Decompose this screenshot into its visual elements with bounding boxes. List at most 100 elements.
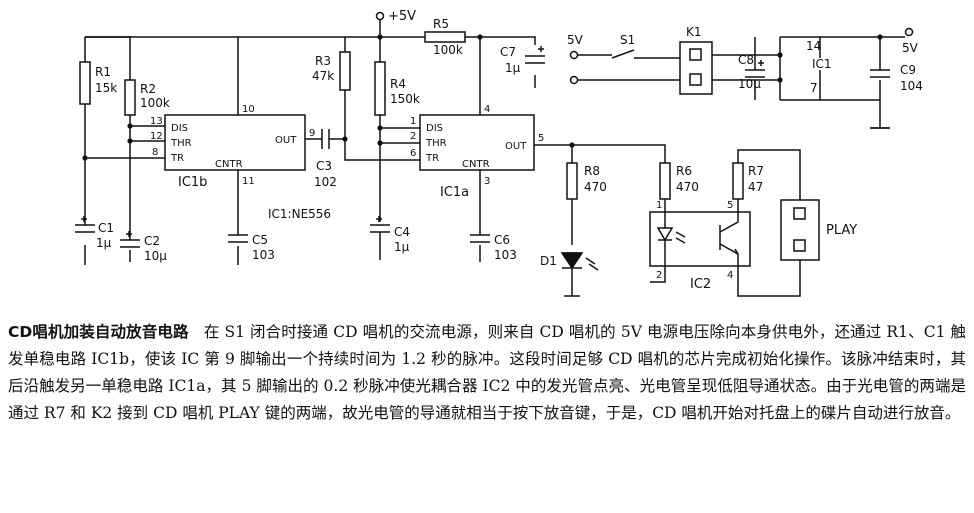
ic1a-pinno-tr: 6 bbox=[410, 148, 416, 159]
ic1b-pinno-thr: 12 bbox=[150, 131, 163, 142]
d1-ref: D1 bbox=[540, 254, 557, 268]
r6-body bbox=[659, 162, 671, 200]
ic1-power-pin7: 7 bbox=[810, 81, 818, 95]
c6-value: 103 bbox=[494, 248, 517, 262]
c5-value: 103 bbox=[252, 248, 275, 262]
c6-ref: C6 bbox=[494, 233, 510, 247]
c8-value: 10μ bbox=[738, 77, 761, 91]
r3-body bbox=[339, 51, 351, 91]
r4-value: 150k bbox=[390, 92, 420, 106]
ic1b-pin-cntr: CNTR bbox=[215, 159, 243, 170]
caption-title: CD唱机加装自动放音电路 bbox=[8, 323, 189, 341]
r8-body bbox=[566, 162, 578, 200]
c4-ref: C4 bbox=[394, 225, 410, 239]
ic1b-pinno-out: 9 bbox=[309, 128, 315, 139]
r7-value: 47 bbox=[748, 180, 763, 194]
r8-ref: R8 bbox=[584, 164, 600, 178]
supply-in-terminal-top bbox=[569, 50, 579, 60]
c6-symbol bbox=[470, 234, 490, 243]
k1-pin-top bbox=[689, 48, 702, 61]
ic1a-pin-dis: DIS bbox=[426, 123, 443, 134]
r4-ref: R4 bbox=[390, 77, 406, 91]
r3-value: 47k bbox=[312, 69, 334, 83]
ic1b-pinno-dis: 13 bbox=[150, 116, 163, 127]
junction-dots bbox=[82, 34, 883, 161]
wiring bbox=[84, 20, 905, 297]
c1-symbol bbox=[75, 216, 95, 233]
supply-out-label: 5V bbox=[902, 41, 919, 55]
supply-in-label: 5V bbox=[567, 33, 584, 47]
ic2-pin4: 4 bbox=[727, 270, 733, 281]
supply-top-terminal bbox=[375, 11, 385, 21]
r1-value: 15k bbox=[95, 81, 117, 95]
c9-value: 104 bbox=[900, 79, 923, 93]
ic1b-name: IC1b bbox=[178, 175, 207, 190]
c1-value: 1μ bbox=[96, 236, 112, 250]
r7-ref: R7 bbox=[748, 164, 764, 178]
c8-ref: C8 bbox=[738, 53, 754, 67]
ic-note: IC1:NE556 bbox=[268, 207, 331, 221]
ic1a-name: IC1a bbox=[440, 185, 469, 200]
ic1-power-pin14: 14 bbox=[806, 39, 821, 53]
play-pin-bottom bbox=[793, 239, 806, 252]
ic2-body bbox=[649, 211, 751, 267]
ic1b-pinno-cntr: 11 bbox=[242, 176, 255, 187]
k1-pin-bottom bbox=[689, 73, 702, 86]
ic1b-pinno-vcc: 10 bbox=[242, 104, 255, 115]
ic1a-pinno-dis: 1 bbox=[410, 116, 416, 127]
ic1a-pinno-thr: 2 bbox=[410, 131, 416, 142]
ic1a-pinno-out: 5 bbox=[538, 133, 544, 144]
c9-symbol bbox=[870, 69, 890, 78]
c8-symbol bbox=[745, 60, 765, 78]
play-label: PLAY bbox=[826, 223, 857, 238]
ic2-name: IC2 bbox=[690, 277, 711, 292]
ic1a-body bbox=[419, 114, 535, 171]
ic1a-pin-thr: THR bbox=[425, 138, 447, 149]
ic2-pin5: 5 bbox=[727, 200, 733, 211]
c9-ref: C9 bbox=[900, 63, 916, 77]
ic1a-pinno-cntr: 3 bbox=[484, 176, 490, 187]
c7-ref: C7 bbox=[500, 45, 516, 59]
ic1b-pin-out: OUT bbox=[275, 135, 297, 146]
ic1-power-label: IC1 bbox=[812, 57, 832, 71]
supply-in-terminal-bottom bbox=[569, 75, 579, 85]
c3-symbol bbox=[321, 129, 330, 149]
r2-value: 100k bbox=[140, 96, 170, 110]
d1-led-symbol bbox=[560, 252, 599, 271]
ic1a-pin-cntr: CNTR bbox=[462, 159, 490, 170]
c1-ref: C1 bbox=[98, 221, 114, 235]
ic2-pin2: 2 bbox=[656, 270, 662, 281]
r7-body bbox=[732, 162, 744, 200]
c2-value: 10μ bbox=[144, 249, 167, 263]
c5-ref: C5 bbox=[252, 233, 268, 247]
ic1b-pin-tr: TR bbox=[170, 153, 184, 164]
r1-ref: R1 bbox=[95, 65, 111, 79]
s1-label: S1 bbox=[620, 33, 635, 47]
r6-value: 470 bbox=[676, 180, 699, 194]
play-pin-top bbox=[793, 207, 806, 220]
ic2-phototransistor-symbol bbox=[719, 212, 739, 266]
ic1a-pin-tr: TR bbox=[425, 153, 439, 164]
ic1b-pin-thr: THR bbox=[170, 138, 192, 149]
c3-value: 102 bbox=[314, 175, 337, 189]
c4-value: 1μ bbox=[394, 240, 410, 254]
ic1a-pinno-vcc: 4 bbox=[484, 104, 490, 115]
ic2-led-symbol bbox=[656, 212, 686, 266]
supply-out-terminal bbox=[904, 27, 914, 37]
c3-ref: C3 bbox=[316, 159, 332, 173]
c4-symbol bbox=[370, 216, 390, 233]
c5-symbol bbox=[228, 234, 248, 243]
r1-body bbox=[79, 61, 91, 105]
r2-body bbox=[124, 79, 136, 116]
r6-ref: R6 bbox=[676, 164, 692, 178]
k1-label: K1 bbox=[686, 25, 702, 39]
c2-ref: C2 bbox=[144, 234, 160, 248]
ic2-pin1: 1 bbox=[656, 200, 662, 211]
ground-symbols bbox=[564, 127, 890, 297]
r5-ref: R5 bbox=[433, 17, 449, 31]
c7-value: 1μ bbox=[505, 61, 521, 75]
c2-symbol bbox=[120, 231, 140, 248]
r2-ref: R2 bbox=[140, 82, 156, 96]
r3-ref: R3 bbox=[315, 54, 331, 68]
ic1b-pinno-tr: 8 bbox=[152, 147, 158, 158]
